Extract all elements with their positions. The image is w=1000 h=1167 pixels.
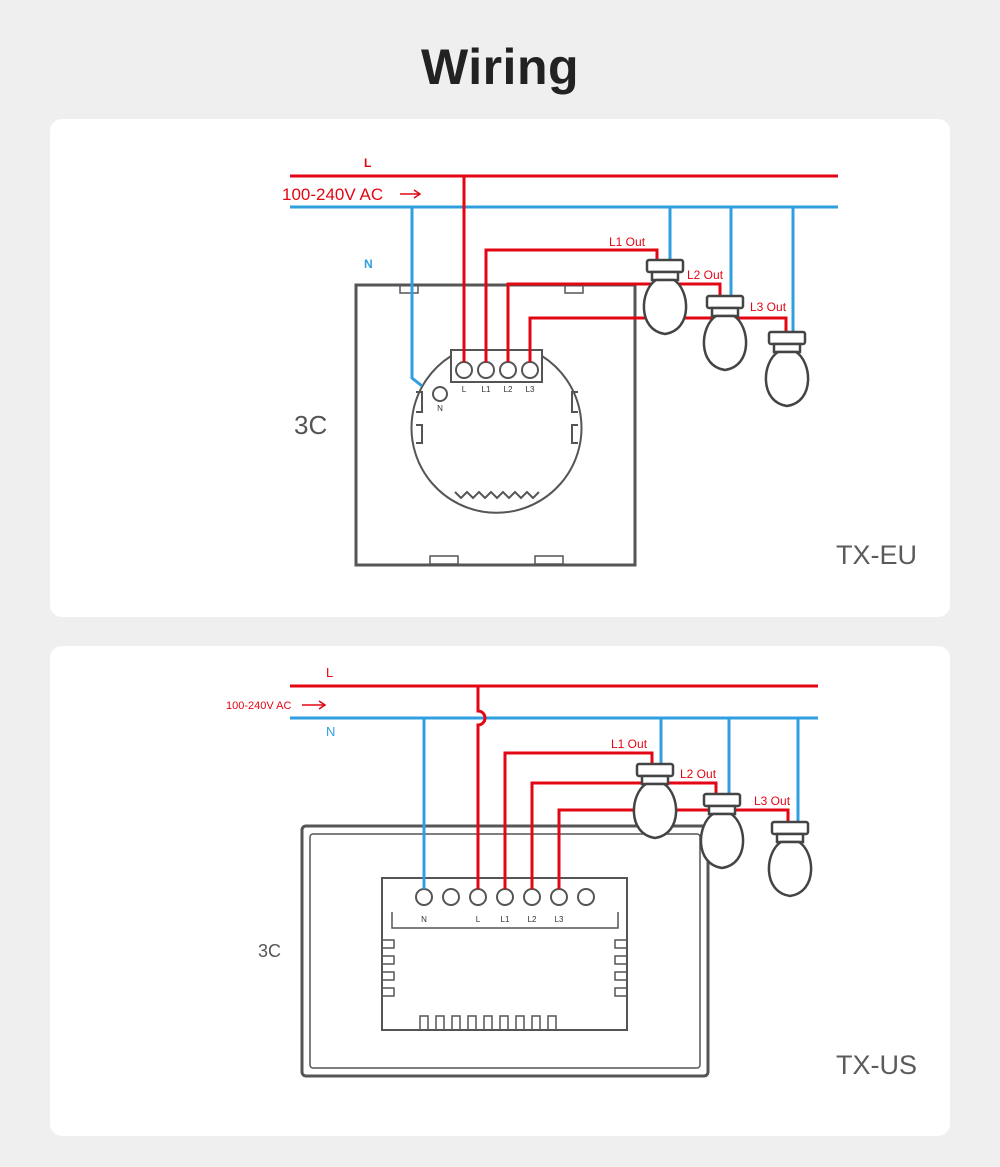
- us-l1-out-wire: [503, 751, 654, 889]
- eu-l1-out-wire: [484, 248, 659, 362]
- eu-live-label: L: [364, 156, 371, 170]
- us-terminal-l: [469, 888, 487, 906]
- us-gang-label: 3C: [258, 941, 281, 961]
- us-wiring-diagram: N L L1 L2 L3: [226, 665, 818, 1078]
- us-terminal-label-l: L: [476, 915, 481, 924]
- eu-neutral-label: N: [364, 257, 373, 271]
- eu-l2-out-label: L2 Out: [687, 268, 724, 282]
- us-terminal-l2: [523, 888, 541, 906]
- eu-wiring-diagram: L L1 L2 L3 N: [282, 156, 838, 567]
- eu-terminal-label-l2: L2: [504, 385, 513, 394]
- us-terminal-label-l3: L3: [555, 915, 564, 924]
- eu-gang-label: 3C: [294, 410, 327, 440]
- eu-l1-out-label: L1 Out: [609, 235, 646, 249]
- us-terminal-n: [415, 888, 433, 906]
- eu-terminal-l: [455, 361, 473, 379]
- eu-switch-module: [410, 349, 583, 514]
- us-terminal-l3: [550, 888, 568, 906]
- us-live-feed: [476, 686, 487, 889]
- us-l3-out-label: L3 Out: [754, 794, 791, 808]
- us-terminal-spare-2: [577, 888, 595, 906]
- eu-bulb-1: [642, 258, 688, 336]
- us-terminal-spare: [442, 888, 460, 906]
- eu-wiring-panel: L L1 L2 L3 N: [50, 119, 950, 617]
- eu-terminal-label-l3: L3: [526, 385, 535, 394]
- eu-bulb-3: [764, 330, 810, 408]
- us-terminal-label-n: N: [421, 915, 427, 924]
- eu-l2-out-wire: [506, 282, 722, 362]
- us-l2-out-wire: [530, 781, 718, 889]
- page-title: Wiring: [420, 39, 580, 95]
- eu-l3-out-label: L3 Out: [750, 300, 787, 314]
- eu-terminal-label-n: N: [437, 404, 443, 413]
- us-bulb-3: [767, 820, 813, 898]
- us-bulb-1: [632, 762, 678, 840]
- eu-terminal-label-l1: L1: [482, 385, 491, 394]
- eu-terminal-l1: [477, 361, 495, 379]
- eu-terminal-n: [432, 386, 448, 402]
- eu-terminal-l2: [499, 361, 517, 379]
- eu-switch-plate: [354, 283, 637, 567]
- us-model-label: TX-US: [836, 1050, 917, 1080]
- us-supply-label: 100-240V AC: [226, 700, 291, 712]
- us-terminal-label-l1: L1: [501, 915, 510, 924]
- eu-terminal-label-l: L: [462, 385, 467, 394]
- eu-terminal-l3: [521, 361, 539, 379]
- eu-supply-label: 100-240V AC: [282, 185, 383, 204]
- us-bulb-2: [699, 792, 745, 870]
- us-terminal-l1: [496, 888, 514, 906]
- us-l2-out-label: L2 Out: [680, 767, 717, 781]
- eu-neutral-feed: [410, 207, 423, 388]
- us-wiring-panel: N L L1 L2 L3: [50, 646, 950, 1136]
- eu-model-label: TX-EU: [836, 540, 917, 570]
- us-l1-out-label: L1 Out: [611, 737, 648, 751]
- us-terminal-label-l2: L2: [528, 915, 537, 924]
- us-live-label: L: [326, 665, 333, 680]
- us-neutral-label: N: [326, 724, 335, 739]
- eu-bulb-2: [702, 294, 748, 372]
